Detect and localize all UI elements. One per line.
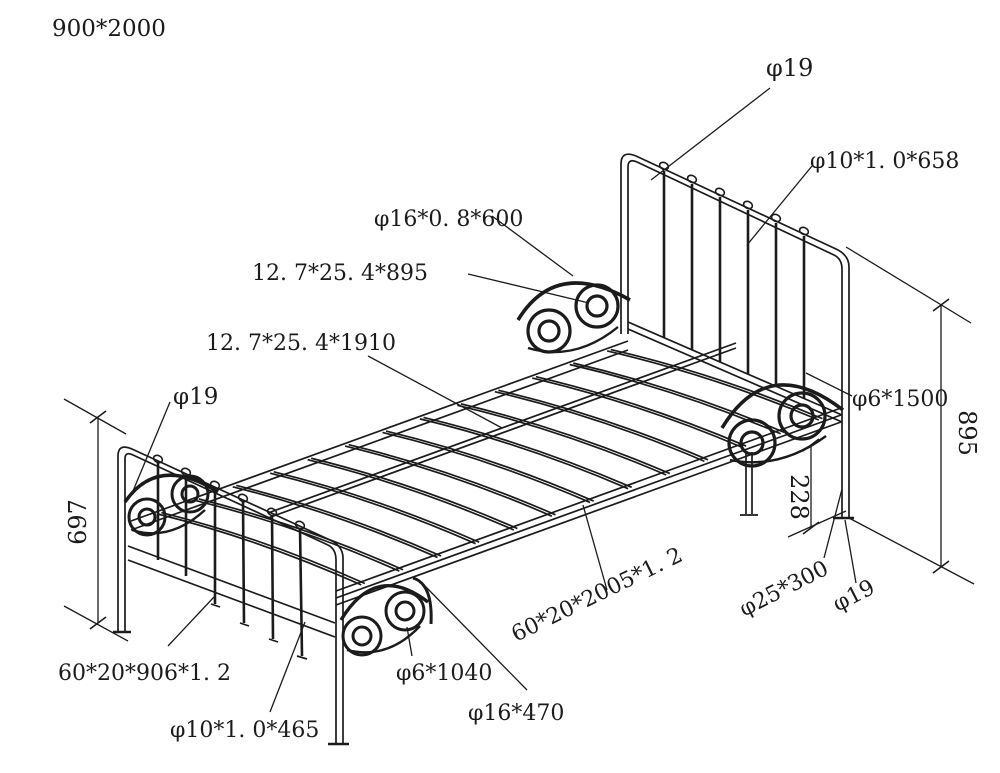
headboard-frame-outer [620, 153, 850, 517]
footboard-frame-outer [117, 446, 344, 744]
leader-dia16-470 [423, 584, 528, 691]
slat [457, 403, 671, 476]
dimension-895 [845, 246, 975, 585]
label-dia19-footboard: φ19 [173, 384, 218, 410]
headboard [516, 153, 854, 520]
label-dia10-658: φ10*1. 0*658 [810, 149, 959, 174]
label-dia19-leg: φ19 [829, 575, 879, 617]
dimension-tick [932, 298, 950, 312]
headboard-bars [662, 171, 806, 398]
label-flatbar-895: 12. 7*25. 4*895 [252, 261, 428, 286]
dimension-228 [787, 438, 847, 538]
headboard-ring-connectors [658, 161, 810, 236]
footboard-scroll-ornament-far [123, 473, 219, 537]
label-dia16-470: φ16*470 [468, 701, 564, 726]
slat [232, 484, 442, 559]
slat [344, 443, 556, 517]
leader-lines [132, 87, 857, 713]
label-rail-906: 60*20*906*1. 2 [58, 661, 231, 686]
label-dim-895: 895 [953, 410, 981, 456]
headboard-scroll-ornament-near [720, 383, 845, 468]
leader-dia6-1040 [406, 626, 413, 657]
label-overall-size: 900*2000 [52, 16, 166, 42]
headboard-scroll-ornament-far [516, 281, 631, 354]
bed-base-front [127, 407, 842, 638]
extension-line [845, 246, 972, 324]
leader-dia6-1500 [805, 372, 853, 397]
label-dia6-1040: φ6*1040 [396, 661, 492, 686]
footboard-scroll-ornament-near [339, 576, 433, 657]
leader-dia25-300 [823, 488, 843, 559]
leader-flatbar-1910 [367, 355, 503, 429]
footboard-bars [156, 463, 308, 660]
leader-dia19-leg [844, 519, 857, 584]
leader-dia10-658 [746, 165, 813, 246]
label-dia25-300: φ25*300 [735, 556, 832, 622]
label-flatbar-1910: 12. 7*25. 4*1910 [206, 331, 396, 356]
footboard [113, 446, 433, 746]
slat [532, 375, 747, 449]
label-dia10-465: φ10*1. 0*465 [170, 718, 319, 743]
dimension-tick [89, 410, 107, 424]
leader-dia16-600 [491, 215, 574, 277]
label-rail-2005: 60*20*2005*1. 2 [508, 543, 687, 647]
footboard-corner-tube [412, 576, 433, 625]
slat [494, 389, 709, 463]
dimension-697 [63, 398, 129, 642]
dimension-tick [802, 438, 820, 452]
slat [569, 362, 785, 435]
label-dia19-headboard: φ19 [766, 54, 813, 82]
label-dia6-1500: φ6*1500 [852, 387, 948, 412]
leader-dia19-headboard [650, 87, 771, 181]
footboard-frame-inner [124, 452, 337, 744]
dimension-tick [802, 521, 820, 535]
extension-line [848, 517, 975, 585]
slat [269, 471, 480, 545]
dimension-tick [932, 560, 950, 574]
extension-line [63, 398, 127, 435]
slat [307, 457, 518, 531]
headboard-frame-inner [627, 159, 843, 517]
leader-rail-906 [167, 596, 215, 647]
leader-rail-2005 [582, 504, 608, 591]
label-dim-228: 228 [785, 474, 813, 520]
leader-dia19-footboard [132, 401, 171, 492]
leader-dia10-465 [269, 621, 306, 713]
dimension-lines [63, 246, 975, 642]
label-dia16-600: φ16*0. 8*600 [374, 207, 523, 232]
slat [382, 430, 594, 504]
slat [419, 416, 633, 490]
dimension-tick [89, 616, 107, 630]
leader-flatbar-895 [467, 273, 590, 304]
label-dim-697: 697 [64, 499, 92, 545]
